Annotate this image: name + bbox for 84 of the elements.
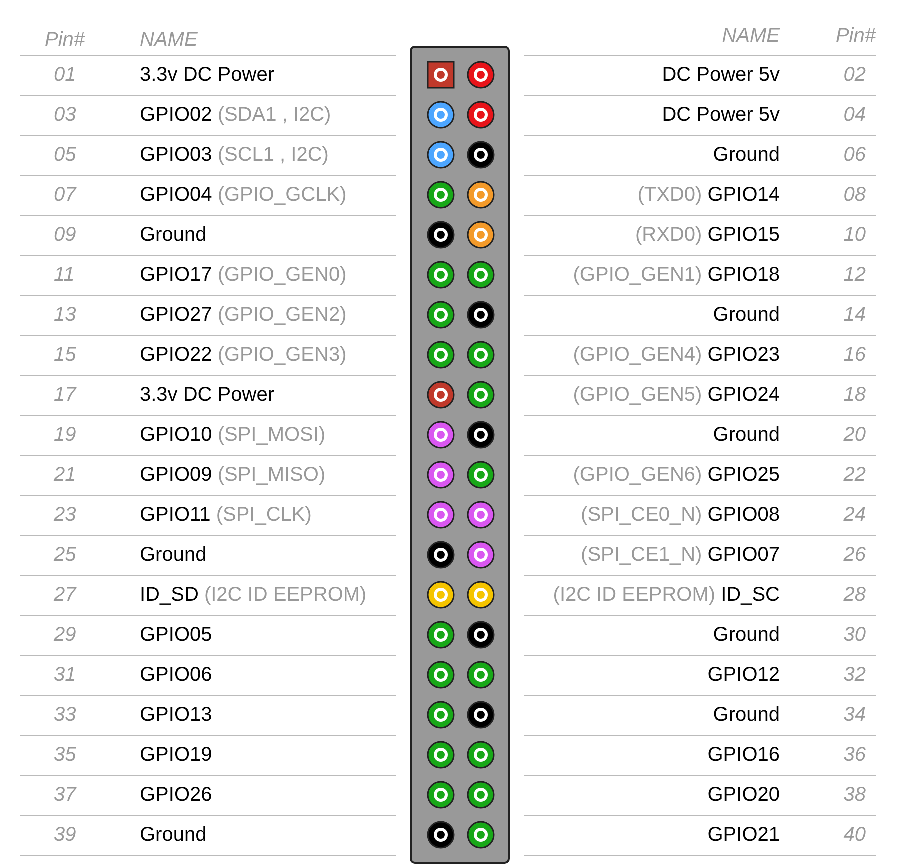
pin-number: 07 (54, 183, 76, 207)
pin-number: 31 (54, 663, 76, 687)
pin-number: 24 (844, 503, 866, 527)
pin-number: 26 (844, 543, 866, 567)
pin-number: 09 (54, 223, 76, 247)
pin-number: 38 (844, 783, 866, 807)
pin-number: 29 (54, 623, 76, 647)
pin-number: 40 (844, 823, 866, 847)
pin-name: GPIO02 (SDA1 , I2C) (140, 103, 332, 127)
pin-number: 19 (54, 423, 76, 447)
pin-name: Ground (140, 543, 207, 567)
pin-name: (SPI_CE1_N) GPIO07 (581, 543, 780, 567)
pin-number: 13 (54, 303, 76, 327)
pin-name: 3.3v DC Power (140, 63, 274, 87)
pin-name: GPIO20 (708, 783, 780, 807)
pin-name: (GPIO_GEN1) GPIO18 (573, 263, 780, 287)
pin-number: 16 (844, 343, 866, 367)
pin-number: 06 (844, 143, 866, 167)
pin-name: (GPIO_GEN4) GPIO23 (573, 343, 780, 367)
pin-number: 02 (844, 63, 866, 87)
pin-number: 14 (844, 303, 866, 327)
pin-number: 04 (844, 103, 866, 127)
pin-name: GPIO27 (GPIO_GEN2) (140, 303, 347, 327)
column-header: Pin# (45, 28, 86, 52)
pin-name: GPIO06 (140, 663, 212, 687)
pin-name: GPIO12 (708, 663, 780, 687)
pin-name: GPIO09 (SPI_MISO) (140, 463, 326, 487)
pin-name: Ground (140, 223, 207, 247)
pin-name: GPIO22 (GPIO_GEN3) (140, 343, 347, 367)
pin-name: GPIO05 (140, 623, 212, 647)
pin-name: (SPI_CE0_N) GPIO08 (581, 503, 780, 527)
pin-name: GPIO13 (140, 703, 212, 727)
pin-name: GPIO21 (708, 823, 780, 847)
column-header: NAME (140, 28, 198, 52)
pin-name: GPIO17 (GPIO_GEN0) (140, 263, 347, 287)
pin-number: 22 (844, 463, 866, 487)
pin-number: 33 (54, 703, 76, 727)
column-header: NAME (722, 24, 780, 48)
pin-number: 21 (54, 463, 76, 487)
pin-name: ID_SD (I2C ID EEPROM) (140, 583, 367, 607)
pin-number: 10 (844, 223, 866, 247)
pin-number: 32 (844, 663, 866, 687)
pin-name: (GPIO_GEN6) GPIO25 (573, 463, 780, 487)
pin-number: 15 (54, 343, 76, 367)
pin-name: (RXD0) GPIO15 (636, 223, 780, 247)
pin-name: GPIO26 (140, 783, 212, 807)
pin-number: 37 (54, 783, 76, 807)
pin-number: 35 (54, 743, 76, 767)
pin-name: Ground (713, 303, 780, 327)
pin-name: (I2C ID EEPROM) ID_SC (553, 583, 780, 607)
pin-name: DC Power 5v (662, 63, 780, 87)
pin-name: GPIO10 (SPI_MOSI) (140, 423, 326, 447)
pin-number: 01 (54, 63, 76, 87)
pin-number: 36 (844, 743, 866, 767)
pin-number: 05 (54, 143, 76, 167)
pin-number: 12 (844, 263, 866, 287)
pin-name: (GPIO_GEN5) GPIO24 (573, 383, 780, 407)
pin-number: 39 (54, 823, 76, 847)
pin-name: (TXD0) GPIO14 (638, 183, 780, 207)
pin-number: 25 (54, 543, 76, 567)
pin-name: Ground (713, 623, 780, 647)
pin-name: GPIO16 (708, 743, 780, 767)
pin-name: DC Power 5v (662, 103, 780, 127)
pin-name: Ground (713, 703, 780, 727)
pin-number: 20 (844, 423, 866, 447)
pin-name: Ground (713, 143, 780, 167)
pin-name: GPIO03 (SCL1 , I2C) (140, 143, 329, 167)
pin-name: GPIO19 (140, 743, 212, 767)
pin-name: GPIO11 (SPI_CLK) (140, 503, 312, 527)
pin-number: 11 (54, 263, 75, 287)
pin-number: 28 (844, 583, 866, 607)
pin-number: 08 (844, 183, 866, 207)
pin-number: 34 (844, 703, 866, 727)
pin-number: 03 (54, 103, 76, 127)
column-header: Pin# (836, 24, 876, 48)
pin-number: 18 (844, 383, 866, 407)
pin-name: Ground (140, 823, 207, 847)
pin-number: 17 (54, 383, 76, 407)
pin-name: Ground (713, 423, 780, 447)
pin-name: 3.3v DC Power (140, 383, 274, 407)
pin-number: 30 (844, 623, 866, 647)
pin-number: 27 (54, 583, 76, 607)
pin-name: GPIO04 (GPIO_GCLK) (140, 183, 347, 207)
pin-number: 23 (54, 503, 76, 527)
